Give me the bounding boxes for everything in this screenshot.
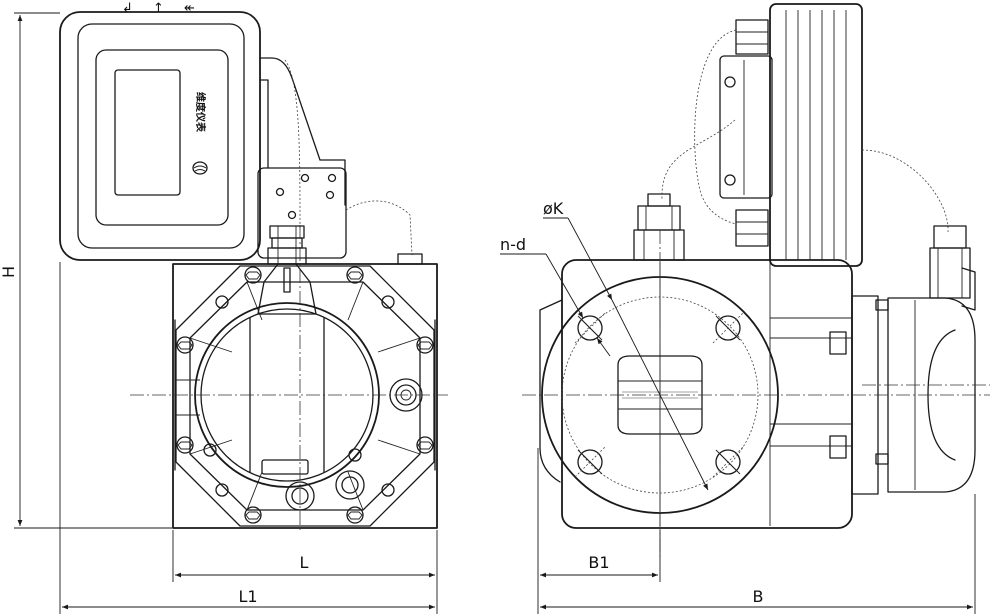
mounting-bracket [257,167,347,259]
brand-text: 维度仪表 [194,92,207,133]
flange-bolts [176,266,434,524]
brand-logo-icon [192,161,208,175]
connector-arrows: ↲ ↑ ↞ [122,1,195,16]
finned-housing [719,3,863,267]
dim-label-L: L [300,553,309,572]
meter-body-front [172,263,438,529]
connector-arrow-1: ↲ [122,1,133,16]
lcd-window [114,69,181,196]
display-housing: 维度仪表 ↲ ↑ ↞ [59,1,261,261]
cable-gland-side [633,193,685,261]
flange-holes [574,312,744,478]
dim-label-B1: B1 [588,553,609,572]
dim-label-H: H [0,266,18,278]
dim-label-nd: n-d [500,235,526,254]
connector-arrow-3: ↞ [184,1,195,16]
dim-label-L1: L1 [238,587,257,606]
connector-arrow-2: ↑ [153,1,164,16]
cable-gland-front [257,225,317,315]
front-view: 维度仪表 ↲ ↑ ↞ [59,1,448,530]
side-view [522,3,990,560]
dimensions: H L L1 B1 B øK n-d [0,12,976,614]
dim-label-phiK: øK [543,199,564,218]
dim-label-B: B [753,587,764,606]
